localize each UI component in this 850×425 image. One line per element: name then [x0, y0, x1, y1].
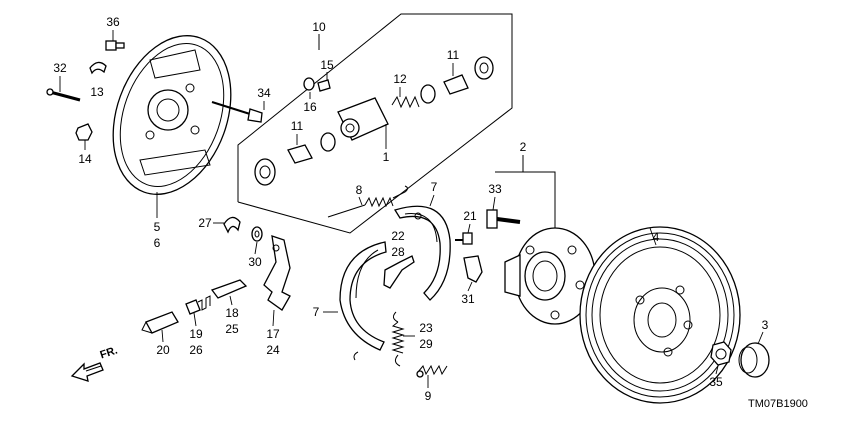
callout-5: 5 [153, 220, 161, 234]
callout-10: 10 [312, 20, 326, 34]
hold-down-spring-9 [416, 364, 448, 388]
nut-14 [75, 123, 93, 150]
callout-11a: 11 [446, 48, 460, 62]
grommet-13 [89, 61, 107, 75]
callout-18: 18 [225, 306, 239, 320]
bolt-34 [211, 101, 265, 123]
brake-shoe-leading [323, 241, 387, 351]
callout-8: 8 [355, 183, 363, 197]
hold-down-pin-21 [455, 223, 473, 245]
brake-drum [579, 226, 741, 404]
callout-3: 3 [761, 318, 769, 332]
front-direction-arrow [70, 362, 104, 382]
callout-28: 28 [391, 245, 405, 259]
washer-30 [251, 226, 263, 255]
callout-30: 30 [248, 255, 262, 269]
adjuster-bolt-19 [185, 295, 211, 327]
drawing-code: TM07B1900 [748, 398, 808, 410]
callout-6: 6 [153, 236, 161, 250]
hub-cap-3 [738, 331, 770, 378]
callout-4: 4 [652, 230, 660, 244]
hub-bearing-unit [495, 155, 596, 325]
callout-36: 36 [106, 15, 120, 29]
callout-20: 20 [156, 343, 170, 357]
callout-17: 17 [266, 327, 280, 341]
callout-12: 12 [393, 72, 407, 86]
adjuster-lever-22 [383, 255, 415, 289]
callout-34: 34 [257, 86, 271, 100]
callout-19: 19 [189, 327, 203, 341]
return-spring-8 [327, 185, 408, 218]
callout-15: 15 [320, 58, 334, 72]
callout-31: 31 [461, 292, 475, 306]
adjuster-rod-18 [210, 279, 248, 306]
bolt-36 [105, 30, 125, 51]
adjuster-spring-28 [353, 351, 359, 361]
parking-brake-lever-17 [263, 235, 291, 327]
spring-clip-31 [463, 255, 483, 292]
wheel-cylinder-kit [254, 56, 494, 186]
retainer-clip-27 [213, 216, 241, 234]
callout-33: 33 [488, 182, 502, 196]
callout-7a: 7 [430, 180, 438, 194]
callout-14: 14 [78, 152, 92, 166]
brake-shoe-trailing [393, 194, 451, 301]
callout-26: 26 [189, 343, 203, 357]
callout-22: 22 [391, 229, 405, 243]
callout-25: 25 [225, 322, 239, 336]
adjuster-socket-20 [141, 311, 179, 343]
callout-29: 29 [419, 337, 433, 351]
pin-32 [46, 76, 81, 102]
callout-24: 24 [266, 343, 280, 357]
group-bracket-10 [237, 13, 513, 234]
backing-plate [112, 35, 232, 218]
callout-2: 2 [519, 140, 527, 154]
lower-spring-23 [391, 311, 415, 367]
callout-32: 32 [53, 61, 67, 75]
callout-16: 16 [303, 100, 317, 114]
hub-bolt-33 [486, 196, 521, 229]
callout-13: 13 [90, 85, 104, 99]
callout-21: 21 [463, 209, 477, 223]
callout-11b: 11 [290, 119, 304, 133]
spindle-nut-35 [710, 341, 732, 375]
callout-9: 9 [424, 389, 432, 403]
callout-7b: 7 [312, 305, 320, 319]
callout-35: 35 [709, 375, 723, 389]
callout-1: 1 [382, 150, 390, 164]
callout-23: 23 [419, 321, 433, 335]
callout-27: 27 [198, 216, 212, 230]
